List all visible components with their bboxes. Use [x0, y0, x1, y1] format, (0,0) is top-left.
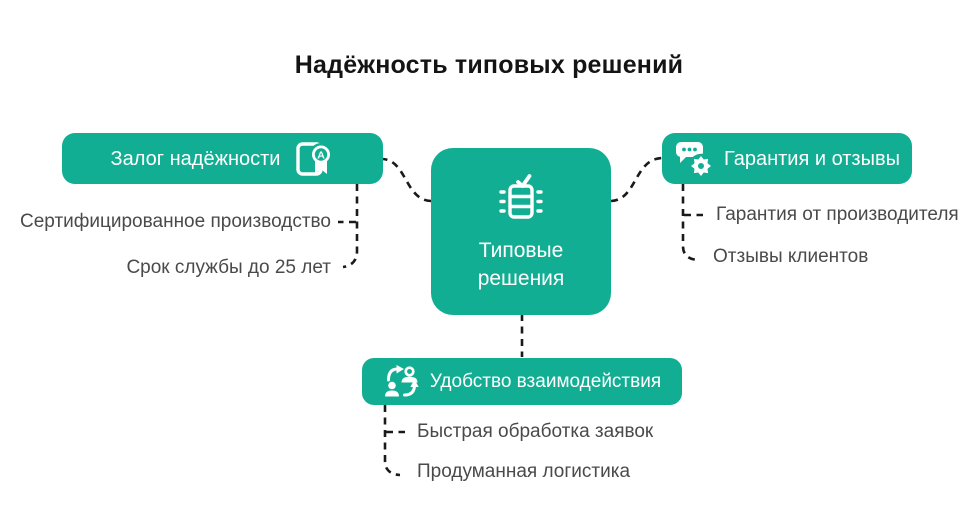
center-node-typical-solutions: Типовые решения: [431, 148, 611, 315]
leaf-manufacturer-warranty: Гарантия от производителя: [716, 204, 959, 225]
certificate-icon: A: [296, 141, 333, 176]
leaf-service-life: Срок службы до 25 лет: [126, 257, 331, 278]
center-node-label: Типовые решения: [477, 239, 565, 290]
connector-center-to-right: [610, 156, 663, 203]
connector-right-branch: [681, 184, 699, 262]
checklist-check-icon: [499, 174, 543, 219]
connector-center-to-left: [382, 157, 432, 203]
branch-bottom-label: Удобство взаимодействия: [429, 371, 662, 392]
connector-bottom-branch: [383, 405, 401, 477]
branch-left-label: Залог надёжности: [110, 147, 281, 170]
page-title: Надёжность типовых решений: [294, 51, 684, 79]
branch-node-warranty-reviews: Гарантия и отзывы: [662, 133, 912, 184]
branch-node-interaction: Удобство взаимодействия: [362, 358, 682, 405]
leaf-certified-production: Сертифицированное производство: [20, 211, 331, 232]
branch-right-label: Гарантия и отзывы: [724, 147, 900, 170]
leaf-fast-processing: Быстрая обработка заявок: [417, 421, 654, 442]
connector-left-branch: [342, 184, 359, 269]
people-exchange-icon: [384, 364, 419, 396]
svg-text:A: A: [318, 149, 326, 161]
leaf-logistics: Продуманная логистика: [417, 461, 631, 482]
branch-node-reliability: Залог надёжности A: [62, 133, 383, 184]
review-badge-icon: [676, 141, 714, 178]
leaf-client-reviews: Отзывы клиентов: [713, 246, 869, 267]
